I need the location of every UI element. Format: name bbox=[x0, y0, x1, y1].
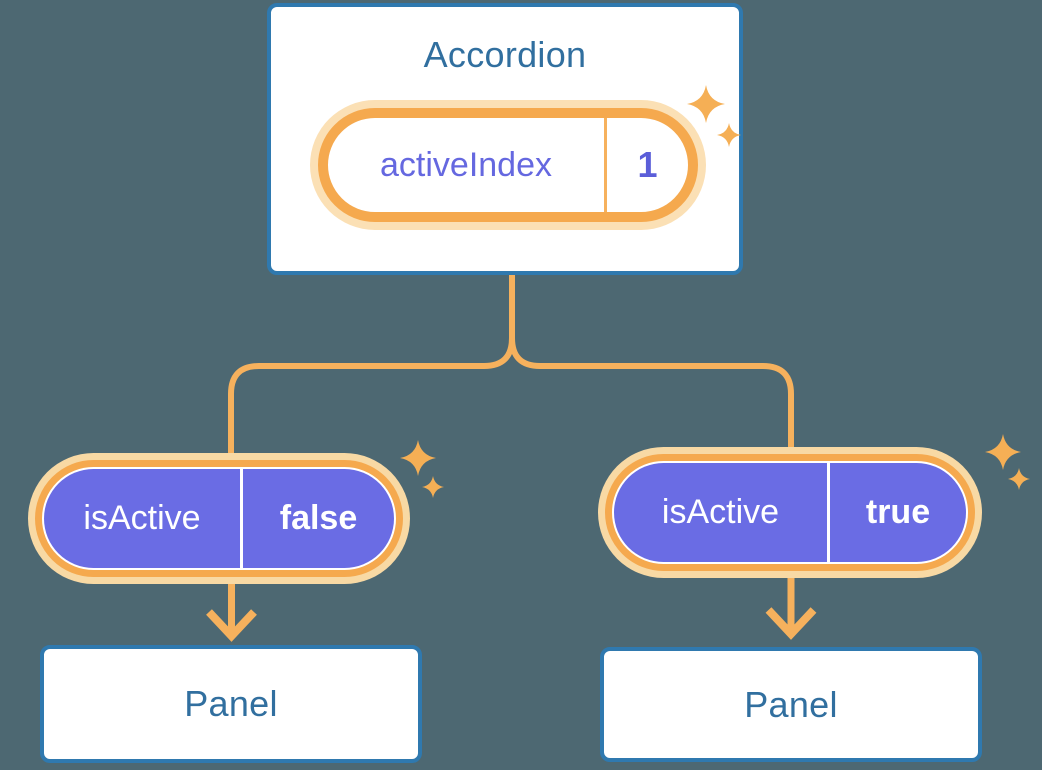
connector-branch-right bbox=[509, 272, 794, 466]
state-pill: activeIndex 1 bbox=[318, 108, 698, 222]
prop-pill-body: isActive true bbox=[614, 463, 966, 562]
prop-pill-divider bbox=[827, 463, 830, 562]
prop-pill-isactive-true: isActive true bbox=[605, 454, 975, 571]
left-arrow-down-icon bbox=[206, 576, 257, 642]
panel-title: Panel bbox=[744, 683, 838, 725]
sparkle-icon bbox=[985, 434, 1030, 490]
right-arrow-down-icon bbox=[765, 572, 817, 640]
state-name-label: activeIndex bbox=[380, 145, 552, 184]
connector-branch-left bbox=[228, 272, 515, 472]
prop-pill-divider bbox=[240, 469, 243, 568]
state-pill-divider bbox=[604, 118, 607, 212]
prop-pill-isactive-false: isActive false bbox=[35, 460, 403, 577]
sparkle-icon bbox=[400, 440, 444, 498]
accordion-title: Accordion bbox=[423, 34, 587, 75]
panel-component-box-right: Panel bbox=[600, 647, 982, 762]
accordion-component-box: Accordion activeIndex 1 bbox=[267, 3, 743, 275]
panel-title: Panel bbox=[184, 683, 278, 724]
prop-value: false bbox=[279, 499, 358, 537]
prop-pill-body: isActive false bbox=[44, 469, 394, 568]
state-value: 1 bbox=[637, 144, 658, 185]
prop-name-label: isActive bbox=[661, 493, 780, 531]
prop-value: true bbox=[865, 493, 931, 531]
panel-component-box-left: Panel bbox=[40, 645, 422, 763]
sparkle-icon bbox=[687, 85, 741, 147]
prop-name-label: isActive bbox=[83, 499, 201, 537]
